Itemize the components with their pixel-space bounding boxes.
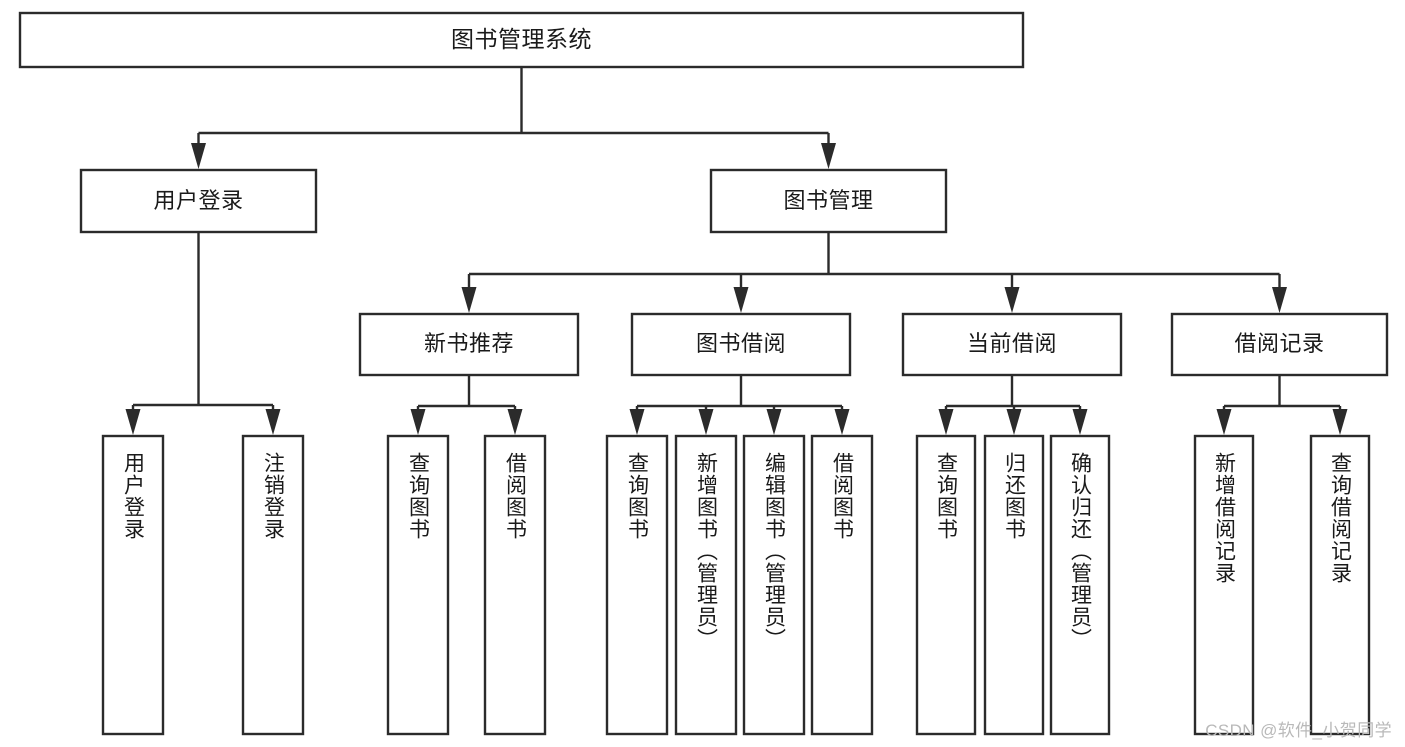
arrow-head-icon xyxy=(629,409,645,435)
arrow-head-icon xyxy=(733,287,749,313)
node-box-login[interactable] xyxy=(79,168,318,234)
arrow-head-icon xyxy=(698,409,714,435)
node-box-leaf-confirm-return[interactable] xyxy=(1049,434,1111,736)
nodes-layer xyxy=(18,11,1389,736)
node-box-leaf-user-login[interactable] xyxy=(101,434,165,736)
node-box-leaf-user-logout[interactable] xyxy=(241,434,305,736)
arrow-head-icon xyxy=(834,409,850,435)
arrow-head-icon xyxy=(125,409,141,435)
node-box-leaf-query-record[interactable] xyxy=(1309,434,1371,736)
arrow-head-icon xyxy=(461,287,477,313)
arrow-head-icon xyxy=(766,409,782,435)
node-box-leaf-return-book[interactable] xyxy=(983,434,1045,736)
node-box-leaf-edit-book[interactable] xyxy=(742,434,806,736)
arrow-head-icon xyxy=(1004,287,1020,313)
edges-layer xyxy=(125,67,1348,435)
node-box-leaf-add-book[interactable] xyxy=(674,434,738,736)
node-box-current[interactable] xyxy=(901,312,1123,377)
node-box-leaf-add-record[interactable] xyxy=(1193,434,1255,736)
arrow-head-icon xyxy=(410,409,426,435)
arrow-head-icon xyxy=(1216,409,1232,435)
arrow-head-icon xyxy=(821,143,836,169)
arrow-head-icon xyxy=(1006,409,1022,435)
arrow-head-icon xyxy=(265,409,281,435)
node-box-leaf-borrow-book-1[interactable] xyxy=(483,434,547,736)
node-box-leaf-query-book-2[interactable] xyxy=(605,434,669,736)
node-box-leaf-borrow-book-2[interactable] xyxy=(810,434,874,736)
arrow-head-icon xyxy=(507,409,523,435)
arrow-head-icon xyxy=(1332,409,1348,435)
node-box-leaf-query-book-1[interactable] xyxy=(386,434,450,736)
arrow-head-icon xyxy=(1072,409,1088,435)
node-box-borrow[interactable] xyxy=(630,312,852,377)
node-box-bookmgmt[interactable] xyxy=(709,168,948,234)
node-box-root[interactable] xyxy=(18,11,1025,69)
arrow-head-icon xyxy=(1272,287,1287,313)
arrow-head-icon xyxy=(938,409,954,435)
arrow-head-icon xyxy=(191,143,206,169)
node-box-records[interactable] xyxy=(1170,312,1389,377)
node-box-leaf-query-book-3[interactable] xyxy=(915,434,977,736)
csdn-watermark: CSDN @软件_小贺同学 xyxy=(1205,721,1392,740)
node-box-newbook[interactable] xyxy=(358,312,580,377)
